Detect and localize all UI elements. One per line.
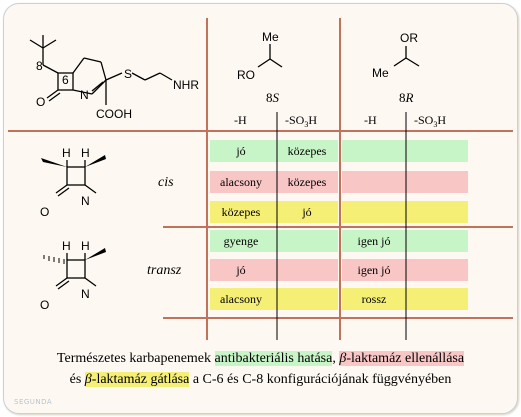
transz-h-right: H xyxy=(81,239,90,253)
atom-S: S xyxy=(124,67,132,81)
cell-bg-transz-red-r xyxy=(342,259,468,281)
transz-lactam-wedge xyxy=(85,248,106,260)
caption-line2-start: és xyxy=(69,372,85,387)
atom-N: N xyxy=(80,88,89,102)
carbapenem-labels: 8 6 O N S NHR COOH xyxy=(36,59,199,121)
cell-bg-transz-green-s xyxy=(210,230,338,252)
cell-bg-cis-yellow-r xyxy=(342,201,468,223)
caption-antibacterial: antibakteriális hatása xyxy=(214,351,333,366)
transz-lactam-labels: H H O N xyxy=(40,239,90,312)
s-me: Me xyxy=(262,30,279,44)
col-r-h: -H xyxy=(364,113,377,127)
cell-backgrounds xyxy=(210,140,468,310)
cell-transz-2-r-h: rossz xyxy=(362,292,387,306)
col-s-so3h: -SO3H xyxy=(285,113,317,129)
caption-part1: Természetes karbapenemek xyxy=(56,351,215,366)
label-8: 8 xyxy=(36,59,43,73)
header-labels: Me RO OR Me xyxy=(237,30,418,82)
atom-O: O xyxy=(36,95,45,109)
label-6: 6 xyxy=(62,73,69,87)
cell-bg-cis-green-s xyxy=(210,140,338,162)
row-label-transz: transz xyxy=(147,263,182,278)
cis-n: N xyxy=(81,194,90,208)
cell-cis-2-s-h: közepes xyxy=(222,205,261,219)
col-s-h: -H xyxy=(234,113,247,127)
column-headers: -H -SO3H -H -SO3H xyxy=(234,113,446,129)
header-8r-structure xyxy=(393,46,420,67)
transz-lactam-hash-bond xyxy=(43,255,65,264)
cis-lactam-structure xyxy=(55,160,97,197)
cell-bg-transz-yellow-s xyxy=(210,288,338,310)
r-or: OR xyxy=(400,31,418,45)
r-me: Me xyxy=(372,66,389,80)
cell-texts: jó közepes alacsony közepes közepes jó g… xyxy=(220,144,390,306)
config-8r: 8R xyxy=(399,90,414,105)
cell-bg-transz-green-r xyxy=(342,230,468,252)
cell-cis-0-s-so3h: közepes xyxy=(288,144,327,158)
row-label-cis: cis xyxy=(158,175,174,190)
col-r-so3h: -SO3H xyxy=(414,113,446,129)
caption-sep1: , xyxy=(332,351,340,366)
subcolumn-dividers xyxy=(276,112,407,340)
transz-n: N xyxy=(81,287,90,301)
group-NHR: NHR xyxy=(173,78,199,92)
cell-cis-1-s-so3h: közepes xyxy=(288,175,327,189)
caption-inhibition: β-laktamáz gátlása xyxy=(84,372,190,387)
cell-cis-2-s-so3h: jó xyxy=(301,205,311,219)
cell-bg-cis-green-r xyxy=(342,140,468,162)
cell-cis-1-s-h: alacsony xyxy=(220,175,262,189)
cis-lactam-labels: H H O N xyxy=(40,146,90,219)
caption-resistance: β-laktamáz ellenállása xyxy=(339,351,465,366)
row-labels: cis transz xyxy=(147,175,182,278)
cis-o: O xyxy=(40,205,49,219)
cell-transz-1-s-h: jó xyxy=(235,263,245,277)
cis-h-left: H xyxy=(62,146,71,160)
header-8s-structure xyxy=(257,44,283,68)
cell-bg-cis-red-r xyxy=(342,171,468,193)
figure-caption: Természetes karbapenemek antibakteriális… xyxy=(8,348,513,390)
cis-lactam-wedges xyxy=(41,155,106,167)
group-COOH: COOH xyxy=(96,107,132,121)
cell-transz-0-s-h: gyenge xyxy=(224,234,259,248)
config-labels: 8S 8R xyxy=(266,90,414,105)
carbapenem-structure xyxy=(29,35,173,105)
transz-o: O xyxy=(40,298,49,312)
transz-lactam-structure xyxy=(55,253,97,290)
table-grid xyxy=(8,18,513,340)
cell-bg-transz-yellow-r xyxy=(342,288,468,310)
config-8s: 8S xyxy=(266,90,280,105)
cell-bg-cis-red-s xyxy=(210,171,338,193)
cell-transz-2-s-h: alacsony xyxy=(220,292,262,306)
s-ro: RO xyxy=(237,68,255,82)
transz-h-left: H xyxy=(62,239,71,253)
caption-end: a C-6 és C-8 konfigurációjának függvényé… xyxy=(189,372,452,387)
cis-h-right: H xyxy=(81,146,90,160)
watermark: SEGUNDA xyxy=(14,398,53,406)
cell-cis-0-s-h: jó xyxy=(235,144,245,158)
cell-bg-cis-yellow-s xyxy=(210,201,338,223)
cell-transz-0-r-h: igen jó xyxy=(358,234,391,248)
cell-bg-transz-red-s xyxy=(210,259,338,281)
cell-transz-1-r-h: igen jó xyxy=(358,263,391,277)
